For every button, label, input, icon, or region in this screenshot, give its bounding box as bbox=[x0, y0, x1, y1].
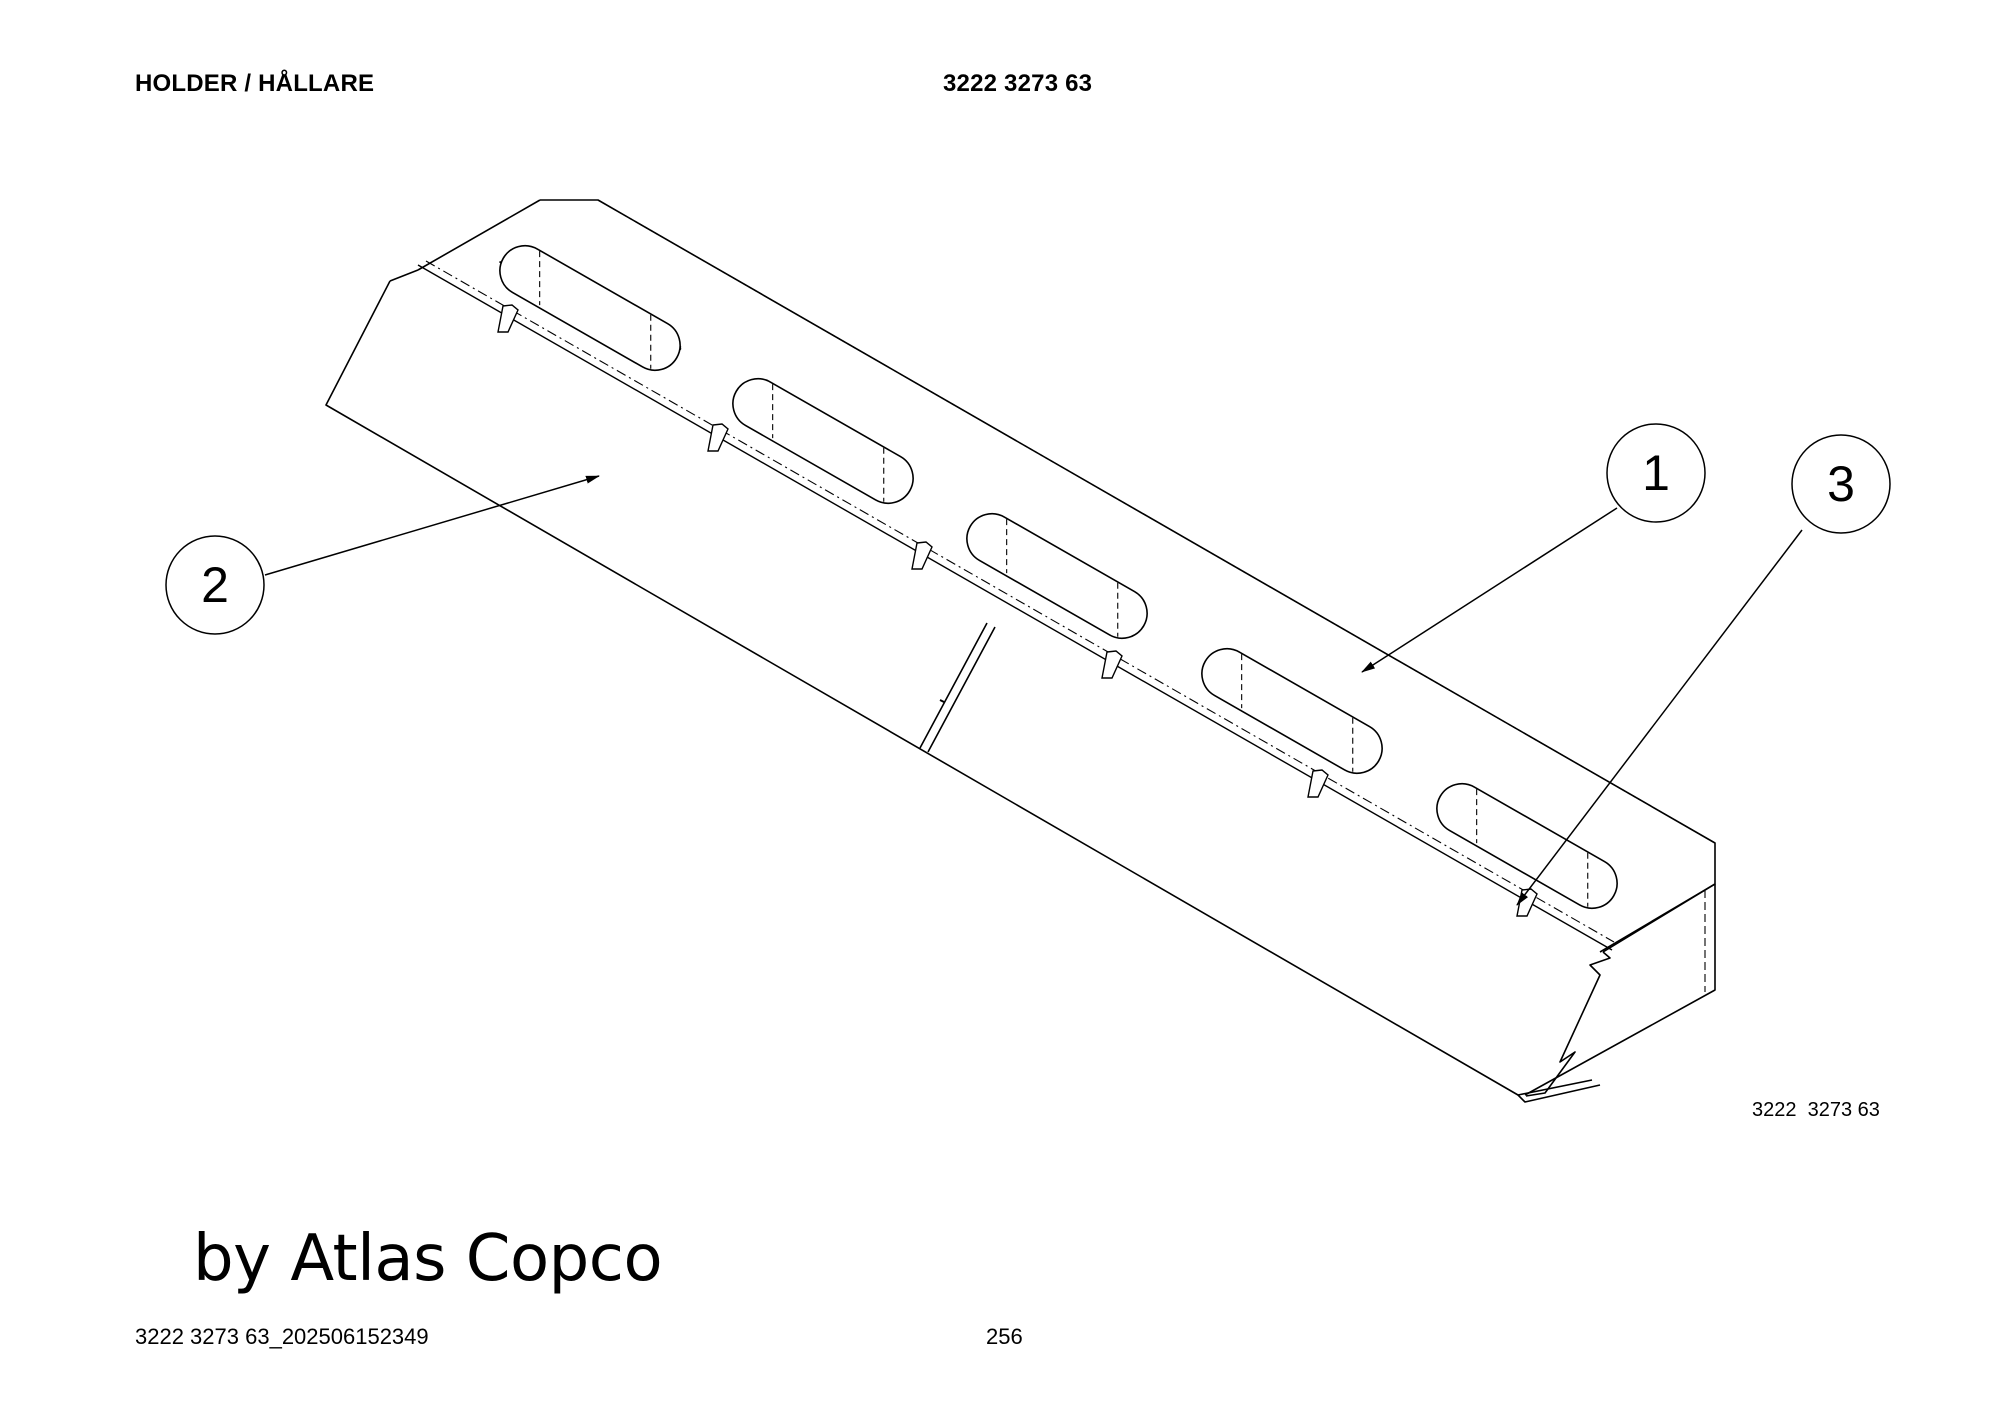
page-number: 256 bbox=[986, 1324, 1023, 1349]
part-number: 3222 3273 63 bbox=[943, 70, 1093, 97]
slot-1 bbox=[499, 244, 681, 372]
slot-4 bbox=[1201, 647, 1383, 775]
slot-2 bbox=[732, 377, 914, 505]
end-face bbox=[1524, 883, 1716, 1096]
watermark-text: by Atlas Copco bbox=[193, 1222, 663, 1296]
front-flange bbox=[325, 269, 1593, 1096]
slot-5 bbox=[1436, 782, 1618, 910]
callout-2: 2 bbox=[165, 535, 265, 635]
callout-2-label: 2 bbox=[201, 557, 229, 613]
callout-1: 1 bbox=[1606, 423, 1706, 523]
drawing-reference-number: 3222 3273 63 bbox=[1752, 1099, 1880, 1121]
part-title: HOLDER / HÅLLARE bbox=[135, 70, 375, 97]
document-id: 3222 3273 63_202506152349 bbox=[135, 1324, 429, 1349]
callout-3-label: 3 bbox=[1827, 456, 1855, 512]
callout-3: 3 bbox=[1791, 434, 1891, 534]
callout-1-label: 1 bbox=[1642, 445, 1670, 501]
slot-3 bbox=[966, 512, 1148, 640]
weld-tabs bbox=[497, 304, 1538, 917]
